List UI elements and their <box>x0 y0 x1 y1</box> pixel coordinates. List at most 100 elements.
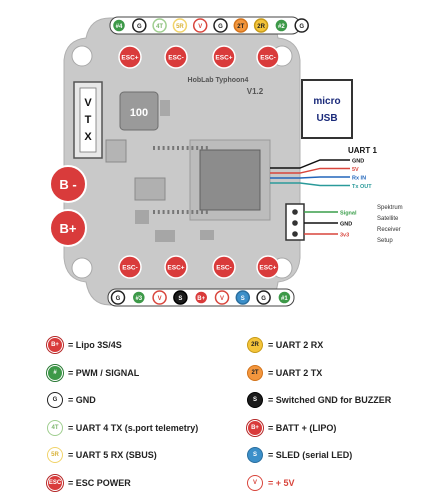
esc-pad-label: ESC+ <box>121 55 138 62</box>
solder-pad <box>173 290 188 305</box>
solder-pad-label: V <box>198 24 202 30</box>
esc-pad-label: ESC- <box>122 265 138 272</box>
esc-pad <box>164 45 188 69</box>
legend-text: = BATT + (LIPO) <box>268 422 337 433</box>
legend-badge: V <box>247 474 263 491</box>
battery-plus-pad <box>49 209 87 247</box>
component <box>160 100 170 116</box>
legend-item: G= GND <box>47 392 96 408</box>
solder-pad <box>172 18 188 33</box>
esc-pad-label: ESC+ <box>215 55 232 62</box>
legend-badge: S <box>247 392 263 408</box>
mcu-pin <box>205 210 208 214</box>
mcu-pin <box>172 146 175 150</box>
solder-pad <box>256 290 271 305</box>
uart1-title: UART 1 <box>348 146 377 155</box>
legend-badge: 2R <box>247 337 263 353</box>
legend-item: ESC = ESC POWER <box>47 474 131 491</box>
uart1-line-label: Tx OUT <box>352 184 372 190</box>
inductor-label: 100 <box>130 107 148 119</box>
mcu-pin <box>162 210 165 214</box>
esc-pad-label: ESC+ <box>259 265 276 272</box>
mcu-pin <box>191 210 194 214</box>
esc-pad <box>256 255 280 279</box>
battery-minus-pad <box>49 165 87 203</box>
esc-pad <box>164 255 188 279</box>
mcu-pin <box>177 146 179 150</box>
solder-pad-label: V <box>220 296 224 302</box>
solder-pad-label: 4T <box>156 24 163 30</box>
legend-text: = UART 2 RX <box>268 340 324 350</box>
mount-hole <box>71 45 93 67</box>
mcu-pin <box>181 210 184 214</box>
legend-item: # = PWM / SIGNAL <box>47 364 140 381</box>
mcu-pin <box>167 146 170 150</box>
legend-text: = ESC POWER <box>68 477 131 488</box>
legend-badge: ESC <box>47 474 63 491</box>
solder-pad-label: 2T <box>237 24 244 30</box>
solder-pad <box>110 290 126 305</box>
esc-pad-label: ESC- <box>216 265 232 272</box>
legend-item: 2R = UART 2 RX <box>247 337 323 353</box>
solder-pad-label: #3 <box>135 296 142 302</box>
solder-pad <box>274 18 289 33</box>
spektrum-pin <box>292 231 298 237</box>
inductor <box>119 91 159 131</box>
solder-pad-label: G <box>299 24 304 30</box>
spektrum-line-label: 3v3 <box>340 233 349 239</box>
legend-item: 4T= UART 4 TX (s.port telemetry) <box>47 419 198 436</box>
mcu-pin <box>201 146 203 150</box>
solder-pad <box>294 18 309 33</box>
battery-minus-label: B - <box>59 177 76 192</box>
solder-pad-label: B+ <box>197 296 205 302</box>
legend-badge: 4T <box>47 419 63 436</box>
uart1-wire <box>270 182 350 187</box>
solder-pad-label: #1 <box>281 296 288 302</box>
solder-pad-label: G <box>137 24 142 30</box>
mcu-pin <box>201 210 203 214</box>
uart1-line-label: 5V <box>352 167 359 173</box>
legend-badge: B+ <box>247 419 263 436</box>
legend-text: = SLED (serial LED) <box>268 450 353 460</box>
uart1-wire <box>270 167 350 174</box>
legend-badge: 2T <box>247 364 263 381</box>
solder-pad <box>233 18 249 33</box>
legend-badge: # <box>47 364 63 381</box>
esc-pad <box>118 45 142 69</box>
esc-pad <box>212 255 236 279</box>
legend-item: S= SLED (serial LED) <box>247 447 352 463</box>
spektrum-caption-line: Satellite <box>377 216 399 222</box>
vtx-letter: V <box>84 97 92 109</box>
legend-item: B+ = BATT + (LIPO) <box>247 419 337 436</box>
mcu-pin <box>196 146 199 150</box>
solder-pad-label: #2 <box>278 24 285 30</box>
spektrum-pin <box>292 209 298 215</box>
uart1-line-label: GND <box>352 159 364 165</box>
spektrum-caption-line: Receiver <box>377 227 401 233</box>
esc-pad-label: ESC+ <box>167 265 184 272</box>
mcu-pin <box>181 146 184 150</box>
solder-pad <box>213 18 228 33</box>
component <box>105 139 127 163</box>
solder-pad <box>235 290 251 305</box>
component <box>135 210 149 224</box>
uart1-line-label: Rx IN <box>352 176 366 182</box>
solder-pad <box>132 18 147 33</box>
mcu-pin <box>153 146 155 150</box>
mcu-pin <box>191 146 194 150</box>
legend-text: = PWM / SIGNAL <box>68 367 140 378</box>
mcu-pin <box>157 210 160 214</box>
solder-pad-label: S <box>241 296 245 302</box>
legend-text: = UART 2 TX <box>268 367 323 378</box>
solder-pad <box>192 18 208 33</box>
solder-pad <box>111 18 127 33</box>
legend-item: 5R= UART 5 RX (SBUS) <box>47 447 157 463</box>
uart1-wire <box>270 176 350 179</box>
esc-pad <box>118 255 142 279</box>
mcu-pin <box>177 210 179 214</box>
legend-badge: 5R <box>47 447 63 463</box>
solder-pad <box>277 290 292 305</box>
solder-pad <box>152 290 167 305</box>
spektrum-line-label: Signal <box>340 211 357 217</box>
